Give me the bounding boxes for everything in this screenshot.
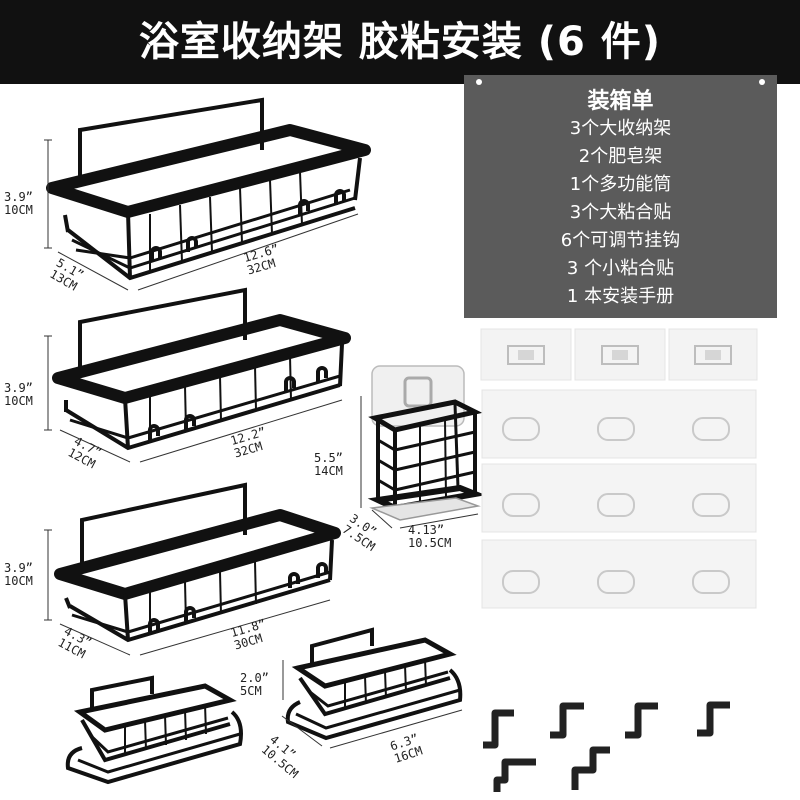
shelf3-height-label: 3.9”10CM xyxy=(4,561,33,588)
soap-dish-1 xyxy=(65,675,243,785)
shelf-large-1 xyxy=(46,97,371,281)
soap-dish-2 xyxy=(285,627,463,741)
adjustable-hook xyxy=(493,758,536,792)
adjustable-hook xyxy=(550,702,584,739)
holder-width-label: 4.13”10.5CM xyxy=(408,523,452,550)
page-title: 浴室收纳架 胶粘安装 (6 件) xyxy=(138,19,662,65)
hanging-hole xyxy=(476,79,482,85)
adhesive-patch-small xyxy=(480,328,572,381)
soap-height-label: 2.0”5CM xyxy=(240,671,269,698)
dimension-lines xyxy=(44,139,479,749)
adjustable-hook xyxy=(697,701,730,737)
multifunction-holder xyxy=(367,365,486,521)
adjustable-hook xyxy=(571,746,610,790)
packing-item: 1个多功能筒 xyxy=(569,174,672,195)
adhesive-patch-large xyxy=(481,463,757,533)
packing-item: 3个大粘合贴 xyxy=(569,202,672,223)
packing-item: 3 个小粘合贴 xyxy=(566,258,675,279)
packing-list: 3个大收纳架 2个肥皂架 1个多功能筒 3个大粘合贴 6个可调节挂钩 3 个小粘… xyxy=(464,115,777,311)
adhesive-patch-small xyxy=(574,328,666,381)
shelf1-height-label: 3.9”10CM xyxy=(4,190,33,217)
holder-height-label: 5.5”14CM xyxy=(314,451,343,478)
packing-list-panel: 装箱单 3个大收纳架 2个肥皂架 1个多功能筒 3个大粘合贴 6个可调节挂钩 3… xyxy=(464,75,777,318)
shelf-large-3 xyxy=(54,482,341,643)
adhesive-patch-small xyxy=(668,328,758,381)
shelf-large-2 xyxy=(52,287,351,451)
adjustable-hook xyxy=(625,702,658,739)
adhesive-patch-large xyxy=(481,389,757,459)
shelf2-height-label: 3.9”10CM xyxy=(4,381,33,408)
packing-item: 3个大收纳架 xyxy=(569,118,672,139)
packing-item: 6个可调节挂钩 xyxy=(560,230,681,251)
title-bar: 浴室收纳架 胶粘安装 (6 件) xyxy=(0,0,800,84)
packing-list-heading: 装箱单 xyxy=(587,89,654,114)
hanging-hole xyxy=(759,79,765,85)
adhesive-patch-large xyxy=(481,539,757,609)
adjustable-hook xyxy=(483,709,514,749)
packing-item: 2个肥皂架 xyxy=(578,146,663,167)
packing-item: 1 本安装手册 xyxy=(566,286,675,307)
